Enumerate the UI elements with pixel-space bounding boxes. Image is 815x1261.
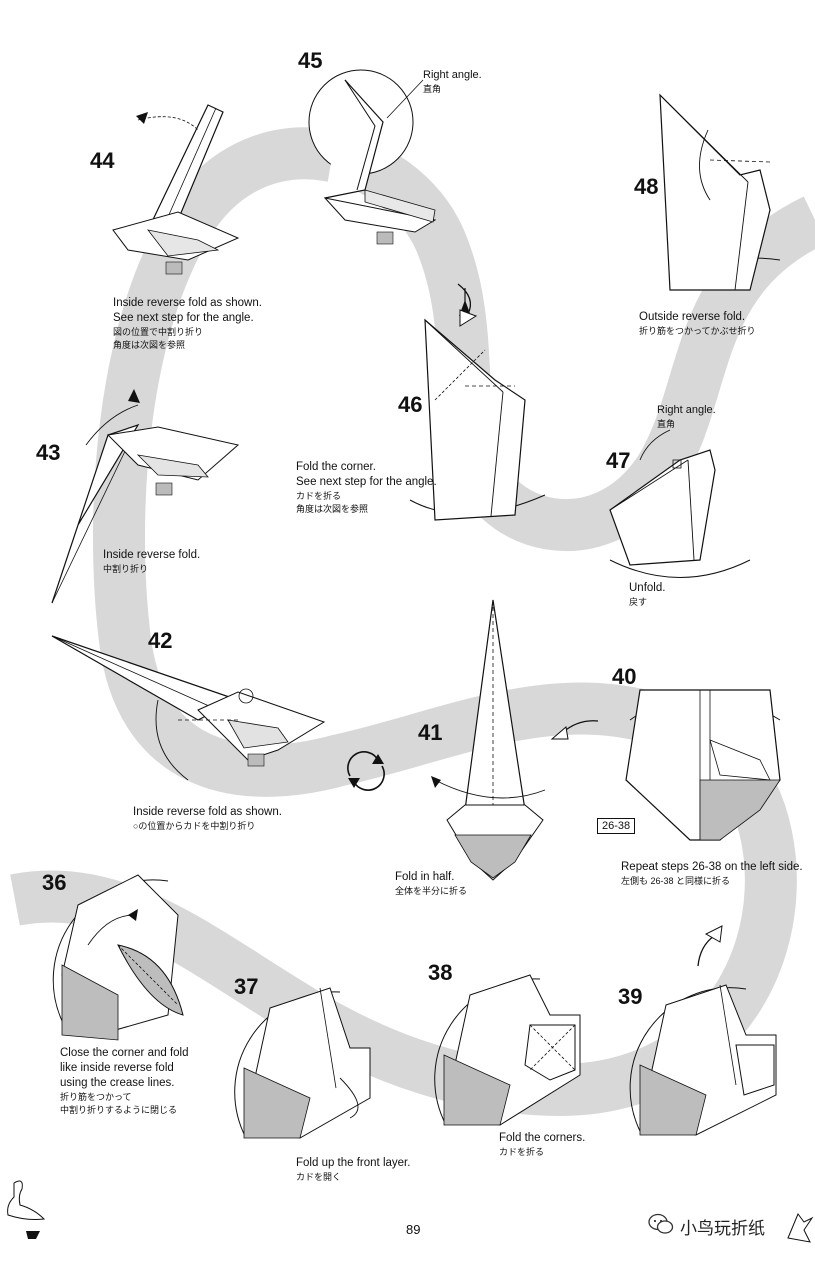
caption-en-line: See next step for the angle. — [296, 476, 437, 488]
diagram-step-38 — [434, 974, 590, 1135]
diagram-step-37 — [234, 987, 390, 1148]
caption-en-line: See next step for the angle. — [113, 312, 254, 324]
caption-en-line: like inside reverse fold — [60, 1062, 174, 1074]
caption-en-line: using the crease lines. — [60, 1077, 175, 1089]
diagram-step-39 — [629, 984, 786, 1145]
caption-en-line: Unfold. — [629, 582, 666, 594]
caption-en-line: Fold up the front layer. — [296, 1157, 411, 1169]
step-number-48: 48 — [634, 174, 659, 199]
caption-step-41: Fold in half. 全体を半分に折る — [395, 870, 467, 898]
caption-en-line: Inside reverse fold as shown. — [133, 806, 282, 818]
caption-step-42: Inside reverse fold as shown. ○の位置からカドを中… — [133, 805, 282, 833]
caption-step-40: Repeat steps 26-38 on the left side. 左側も… — [621, 860, 803, 888]
caption-ja-line: カドを折る — [296, 491, 342, 501]
caption-en-line: Repeat steps 26-38 on the left side. — [621, 861, 803, 873]
caption-step-38: Fold the corners. カドを折る — [499, 1131, 585, 1159]
diagram-step-42 — [48, 630, 328, 781]
page-number: 89 — [406, 1222, 421, 1237]
caption-ja-line: 折り筋をつかって — [60, 1092, 132, 1102]
diagram-step-47 — [600, 420, 760, 580]
wechat-icon — [648, 1212, 674, 1236]
caption-step-43: Inside reverse fold. 中割り折り — [103, 548, 200, 576]
label-en: Right angle. — [657, 404, 716, 416]
label-right-angle-47: Right angle. 直角 — [657, 403, 716, 431]
caption-step-37: Fold up the front layer. カドを開く — [296, 1156, 410, 1184]
diagram-step-41 — [425, 590, 565, 890]
caption-en-line: Close the corner and fold — [60, 1047, 189, 1059]
caption-step-44: Inside reverse fold as shown. See next s… — [113, 296, 262, 352]
caption-ja-line: ○の位置からカドを中割り折り — [133, 821, 256, 831]
diagram-step-44 — [108, 100, 248, 280]
caption-step-47: Unfold. 戻す — [629, 581, 665, 609]
repeat-steps-box: 26-38 — [597, 818, 636, 834]
diagram-step-45 — [305, 69, 465, 250]
step-number-44: 44 — [90, 148, 115, 173]
caption-ja-line: 戻す — [629, 597, 648, 607]
step-number-38: 38 — [428, 960, 453, 985]
step-number-36: 36 — [42, 870, 67, 895]
label-ja: 直角 — [423, 84, 442, 94]
label-right-angle-45: Right angle. 直角 — [423, 68, 482, 96]
caption-ja-line: 全体を半分に折る — [395, 886, 468, 896]
step-number-37: 37 — [234, 974, 259, 999]
step-number-41: 41 — [418, 720, 443, 745]
caption-step-46: Fold the corner. See next step for the a… — [296, 460, 437, 516]
caption-step-36: Close the corner and fold like inside re… — [60, 1046, 189, 1117]
step-number-45: 45 — [298, 48, 323, 73]
label-en: Right angle. — [423, 69, 482, 81]
rotate-arrows-icon — [342, 750, 390, 792]
bird-logo — [0, 1175, 48, 1245]
caption-en-line: Outside reverse fold. — [639, 311, 746, 323]
caption-ja-line: 中割り折り — [103, 564, 149, 574]
bird-watermark-icon — [784, 1208, 814, 1248]
step-number-43: 43 — [36, 440, 61, 465]
step-number-47: 47 — [606, 448, 631, 473]
caption-en-line: Fold the corner. — [296, 461, 376, 473]
diagram-step-40 — [620, 680, 790, 850]
diagram-step-43 — [48, 385, 248, 605]
curved-arrow-icon — [446, 280, 486, 330]
caption-en-line: Fold the corners. — [499, 1132, 586, 1144]
step-number-42: 42 — [148, 628, 173, 653]
caption-ja-line: 角度は次図を参照 — [113, 340, 186, 350]
step-number-46: 46 — [398, 392, 423, 417]
caption-en-line: Fold in half. — [395, 871, 455, 883]
curved-arrow-icon — [690, 920, 730, 970]
caption-ja-line: 角度は次図を参照 — [296, 504, 369, 514]
caption-ja-line: 左側も 26-38 と同様に折る — [621, 876, 731, 886]
caption-ja-line: カドを開く — [296, 1172, 342, 1182]
caption-ja-line: カドを折る — [499, 1147, 545, 1157]
diagram-step-48 — [650, 90, 781, 300]
caption-en-line: Inside reverse fold. — [103, 549, 201, 561]
diagram-step-46 — [405, 280, 555, 521]
label-ja: 直角 — [657, 419, 676, 429]
step-number-39: 39 — [618, 984, 643, 1009]
caption-ja-line: 図の位置で中割り折り — [113, 327, 204, 337]
caption-ja-line: 中割り折りするように閉じる — [60, 1105, 178, 1115]
step-number-40: 40 — [612, 664, 637, 689]
watermark-text: 小鸟玩折纸 — [680, 1219, 765, 1238]
diagram-step-36 — [52, 874, 208, 1045]
caption-en-line: Inside reverse fold as shown. — [113, 297, 262, 309]
caption-step-48: Outside reverse fold. 折り筋をつかってかぶせ折り — [639, 310, 756, 338]
caption-ja-line: 折り筋をつかってかぶせ折り — [639, 326, 756, 336]
curved-arrow-icon — [548, 715, 600, 745]
